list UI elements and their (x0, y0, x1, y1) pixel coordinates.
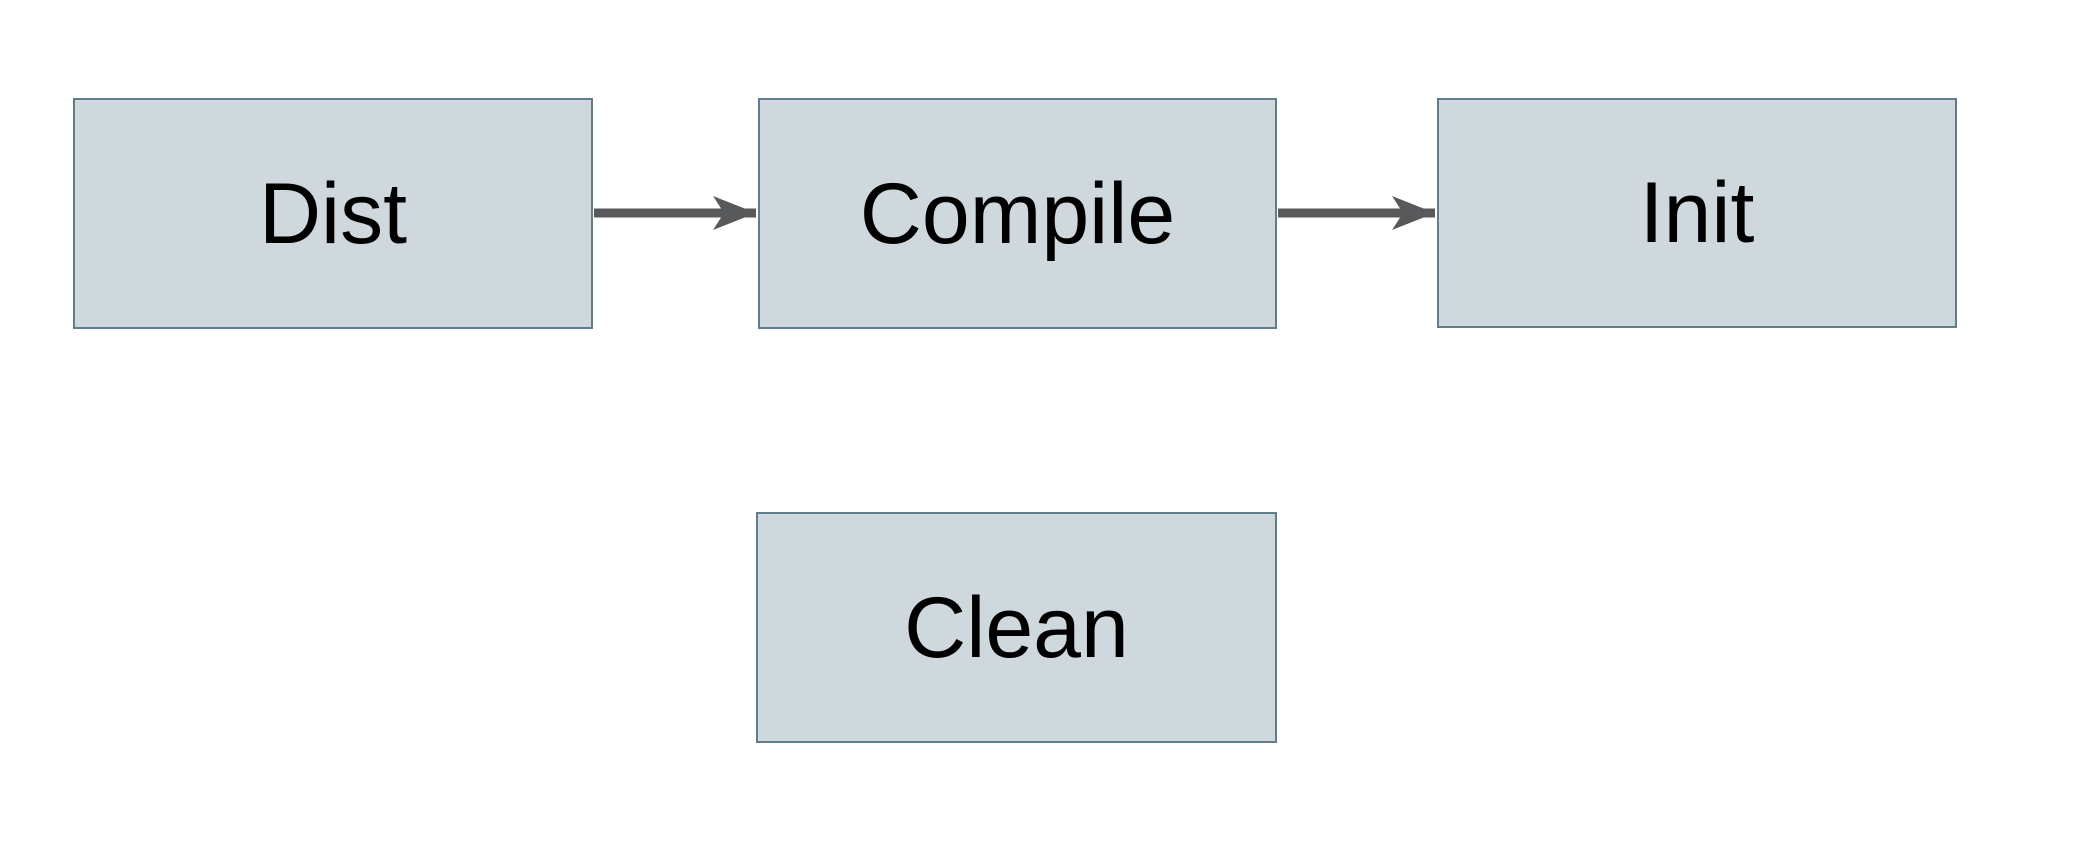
node-clean-label: Clean (904, 579, 1129, 676)
node-init-label: Init (1639, 165, 1755, 261)
node-dist-label: Dist (258, 165, 408, 262)
node-clean: Clean (756, 512, 1277, 743)
node-dist: Dist (73, 98, 593, 329)
node-compile: Compile (758, 98, 1277, 329)
node-compile-label: Compile (859, 165, 1176, 262)
node-init: Init (1437, 98, 1957, 328)
